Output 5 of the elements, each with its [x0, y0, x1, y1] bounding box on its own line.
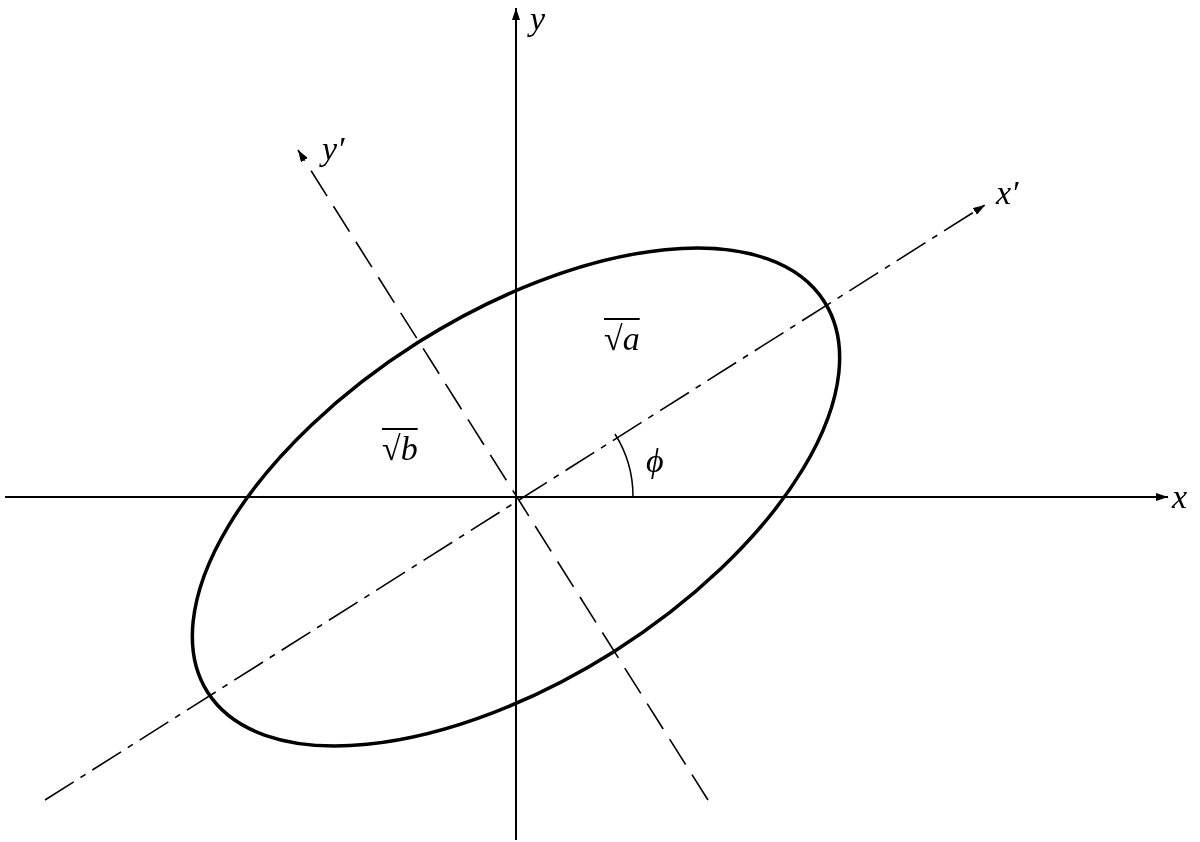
axis-label: x′ [996, 176, 1019, 210]
angle-label: ϕ [646, 444, 664, 478]
length-label: √a [604, 322, 640, 356]
axis-label: x [1172, 480, 1188, 514]
length-label: √b [382, 432, 418, 466]
